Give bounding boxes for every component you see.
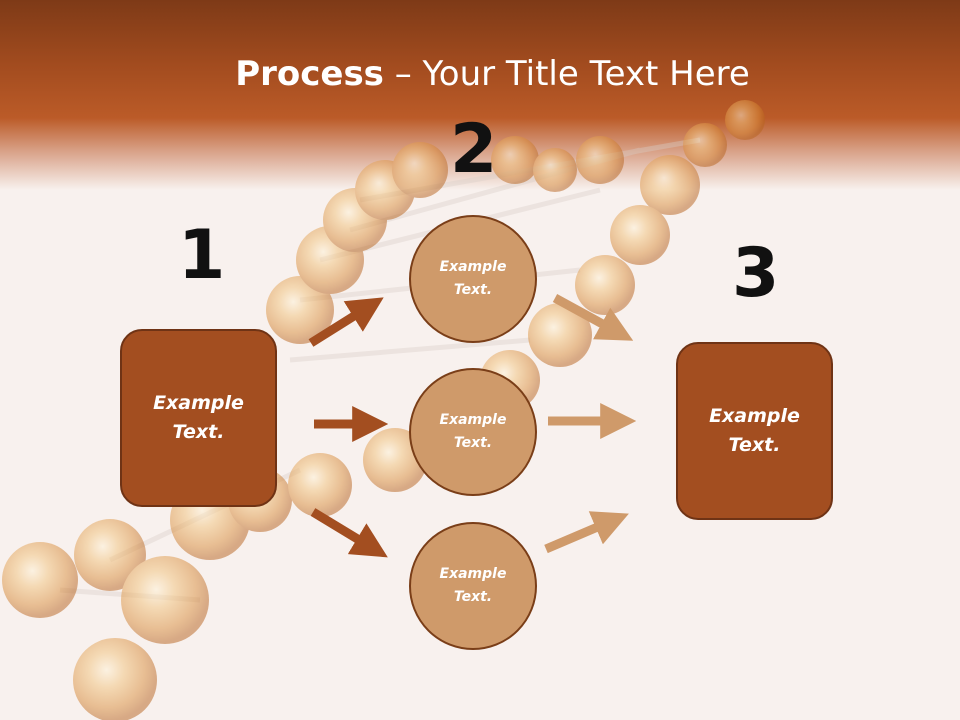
step-number-3: 3: [732, 234, 780, 313]
step-3-box: Example Text.: [676, 342, 833, 520]
header-band: [0, 0, 960, 190]
step-number-2: 2: [450, 110, 498, 189]
step-2-circle-3: Example Text.: [409, 522, 537, 650]
arrow-1-to-2c: [310, 508, 388, 558]
step-2-circle-3-label: Example Text.: [439, 566, 507, 605]
arrow-1-to-2a: [308, 297, 384, 347]
step-1-label: Example Text.: [153, 392, 244, 443]
title-rest: – Your Title Text Here: [383, 54, 750, 94]
step-3-label: Example Text.: [709, 405, 800, 456]
step-2-circle-1-label: Example Text.: [439, 259, 507, 298]
arrow-2c-to-3: [544, 511, 629, 554]
step-2-circle-2-label: Example Text.: [439, 412, 507, 451]
step-number-1: 1: [178, 216, 226, 295]
step-2-circle-2: Example Text.: [409, 368, 537, 496]
step-1-box: Example Text.: [120, 329, 277, 507]
slide-title: Process – Your Title Text Here: [0, 52, 960, 96]
step-2-circle-1: Example Text.: [409, 215, 537, 343]
title-bold: Process: [235, 54, 384, 94]
arrow-2a-to-3: [552, 294, 634, 341]
